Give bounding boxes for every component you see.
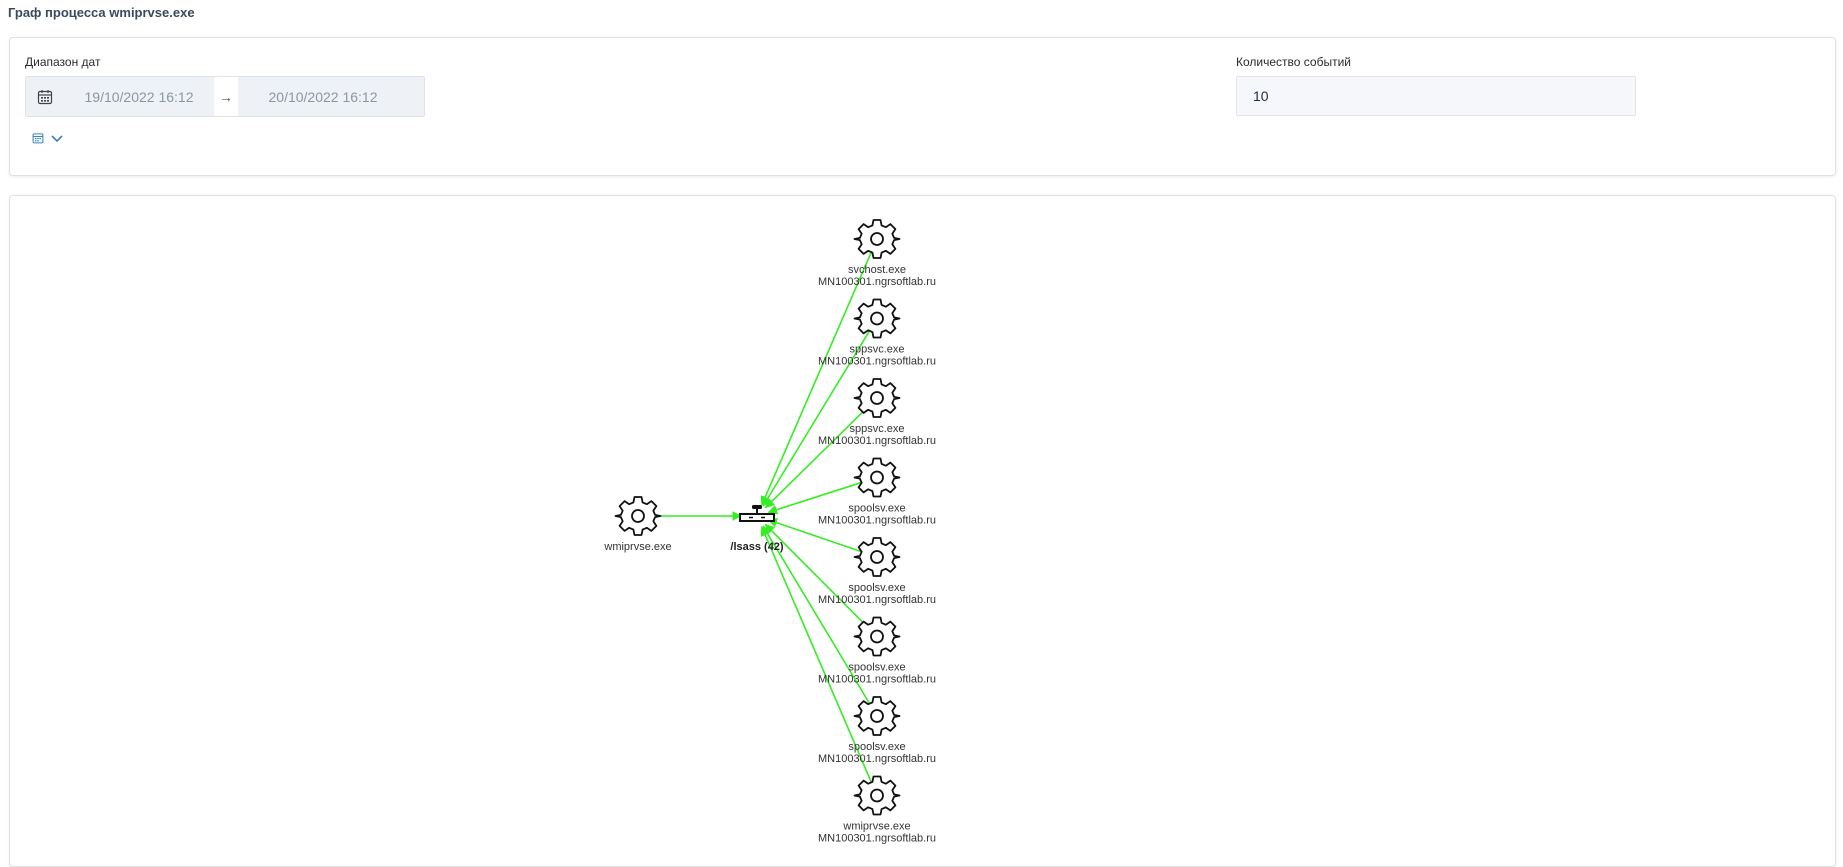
graph-node-name: spoolsv.exe [848,503,905,515]
gear-icon[interactable] [614,496,662,536]
graph-node-host: MN100301.ngrsoftlab.ru [818,276,936,288]
date-range-picker[interactable]: → [25,76,425,117]
date-start-input[interactable] [64,77,214,116]
gear-icon[interactable] [853,537,901,577]
gear-icon[interactable] [853,378,901,418]
calendar-small-icon [32,131,44,149]
graph-node-host: MN100301.ngrsoftlab.ru [818,594,936,606]
graph-node-name: spoolsv.exe [848,582,905,594]
network-endpoint-icon [739,505,775,522]
graph-node-source-label: wmiprvse.exe [603,541,671,553]
chevron-down-icon [50,131,64,149]
graph-edge-1 [762,324,874,507]
filter-panel: Диапазон дат → [9,37,1836,176]
range-separator: → [214,77,238,116]
graph-node-name: wmiprvse.exe [842,821,910,833]
gear-icon[interactable] [853,298,901,339]
date-preset-toggle[interactable] [32,131,64,149]
graph-node-name: svchost.exe [848,264,906,276]
graph-edge-0 [760,246,875,506]
graph-edge-4 [767,518,870,556]
graph-node-center-label: /lsass (42) [730,541,784,553]
graph-node-host: MN100301.ngrsoftlab.ru [818,674,936,686]
graph-node-center[interactable]: /lsass (42) [730,505,784,553]
event-count-label: Количество событий [1236,55,1351,69]
graph-node-source[interactable]: wmiprvse.exe [603,496,672,553]
event-count-input[interactable] [1236,76,1636,116]
graph-node-name: sppsvc.exe [849,344,904,356]
graph-node-host: MN100301.ngrsoftlab.ru [818,833,936,845]
gear-icon[interactable] [853,219,901,259]
graph-node-host: MN100301.ngrsoftlab.ru [818,753,936,765]
graph-node-name: spoolsv.exe [848,741,905,753]
gear-icon[interactable] [853,696,901,736]
graph-node-host: MN100301.ngrsoftlab.ru [818,515,936,527]
page-title: Граф процесса wmiprvse.exe [8,5,195,20]
graph-edge-7 [760,526,875,789]
graph-edge-3 [767,479,870,515]
graph-edge-5 [764,523,872,632]
edges-layer [660,246,875,789]
gear-icon[interactable] [853,616,901,657]
gear-icon[interactable] [853,775,901,816]
date-range-label: Диапазон дат [25,55,101,69]
graph-edge-6 [762,525,874,710]
nodes-layer: svchost.exeMN100301.ngrsoftlab.rusppsvc.… [603,219,936,845]
graph-node-name: sppsvc.exe [849,423,904,435]
gear-icon[interactable] [853,457,901,498]
graph-node-host: MN100301.ngrsoftlab.ru [818,356,936,368]
calendar-icon[interactable] [26,77,64,116]
graph-node-name: spoolsv.exe [848,662,905,674]
process-graph[interactable]: svchost.exeMN100301.ngrsoftlab.rusppsvc.… [10,196,1835,866]
graph-edge-2 [764,403,872,509]
date-end-input[interactable] [238,77,408,116]
graph-node-host: MN100301.ngrsoftlab.ru [818,435,936,447]
